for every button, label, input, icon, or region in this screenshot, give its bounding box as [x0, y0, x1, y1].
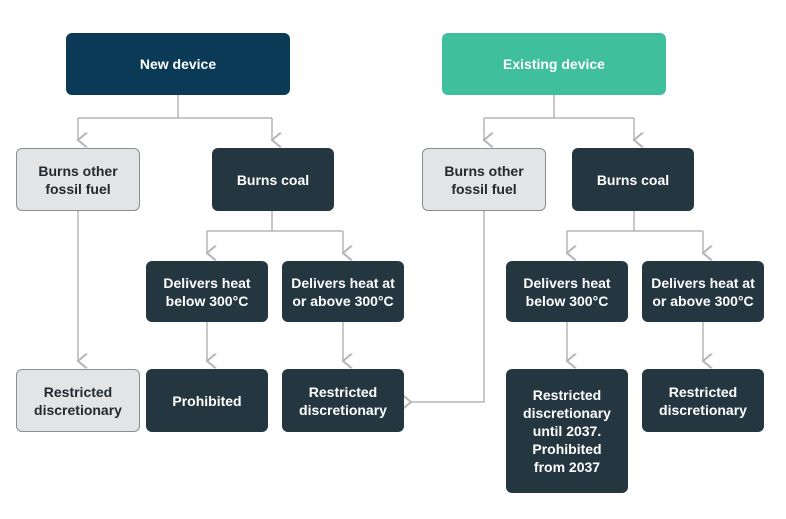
existing-above-300-result-node: Restricted discretionary — [642, 369, 764, 432]
new-below-300-result-node: Prohibited — [146, 369, 268, 432]
existing-below-300-result-node: Restricted discretionary until 2037. Pro… — [506, 369, 628, 493]
new-other-fuel-result-node: Restricted discretionary — [16, 369, 140, 432]
existing-heat-below-300-node: Delivers heat below 300°C — [506, 261, 628, 322]
new-burns-coal-node: Burns coal — [212, 148, 334, 211]
existing-device-node: Existing device — [442, 33, 666, 95]
existing-heat-above-300-node: Delivers heat at or above 300°C — [642, 261, 764, 322]
existing-burns-coal-node: Burns coal — [572, 148, 694, 211]
new-burns-other-fossil-fuel-node: Burns other fossil fuel — [16, 148, 140, 211]
new-device-node: New device — [66, 33, 290, 95]
new-above-300-result-node: Restricted discretionary — [282, 369, 404, 432]
new-heat-below-300-node: Delivers heat below 300°C — [146, 261, 268, 322]
new-heat-above-300-node: Delivers heat at or above 300°C — [282, 261, 404, 322]
existing-burns-other-fossil-fuel-node: Burns other fossil fuel — [422, 148, 546, 211]
